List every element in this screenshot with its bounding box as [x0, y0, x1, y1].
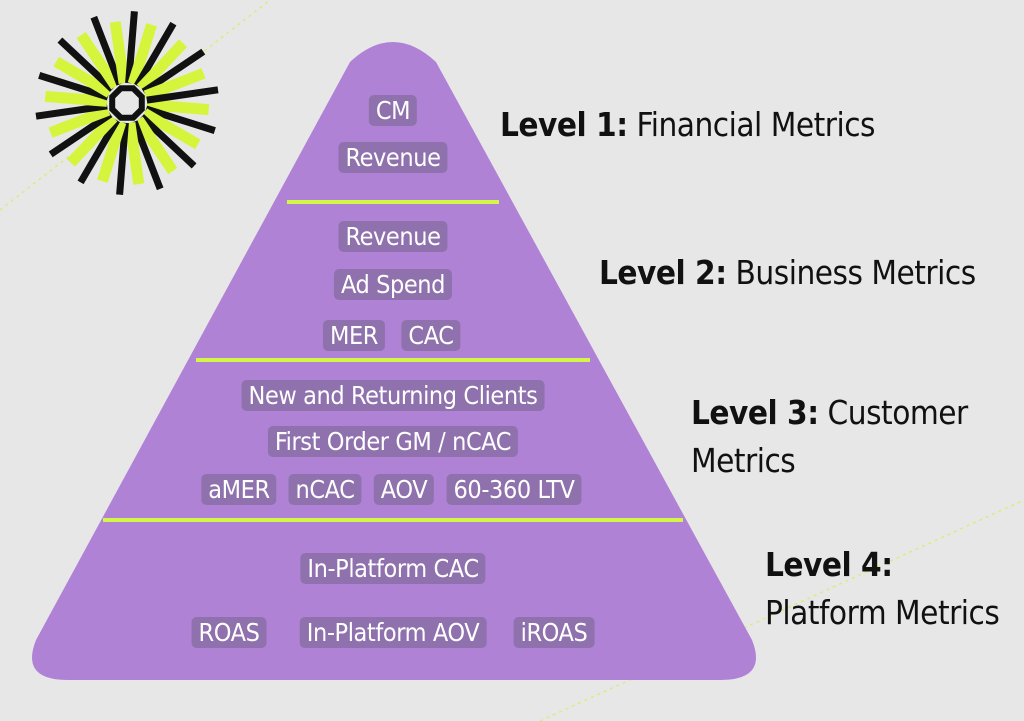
logo-ray [116, 122, 129, 195]
logo-center [109, 85, 145, 121]
chip-revenue: Revenue [338, 221, 448, 252]
logo-ray [35, 102, 108, 120]
logo-ray [143, 68, 206, 101]
chip-iroas: iROAS [513, 617, 595, 648]
logo-ray [48, 105, 111, 138]
level-4-label: Level 4: Platform Metrics [765, 541, 1015, 637]
chip-ad-spend: Ad Spend [333, 269, 453, 300]
starburst-logo-icon [35, 11, 219, 195]
level-1-name: Financial Metrics [636, 105, 876, 144]
chip-aov: AOV [373, 474, 435, 505]
chip-cm: CM [368, 95, 418, 126]
level-3-label: Level 3: Customer Metrics [691, 389, 991, 485]
chip-amer: aMER [201, 474, 277, 505]
level-4-number: Level 4: [765, 545, 893, 584]
chip-in-platform-cac: In-Platform CAC [300, 553, 486, 584]
logo-ray [124, 122, 145, 185]
level-4-name: Platform Metrics [765, 593, 1000, 632]
chip-revenue: Revenue [338, 142, 448, 173]
level-3-name: Customer Metrics [691, 393, 968, 480]
chip-ncac: nCAC [288, 474, 362, 505]
logo-ray [90, 15, 124, 86]
chip-in-platform-aov: In-Platform AOV [299, 617, 487, 648]
logo-ray [141, 48, 206, 95]
logo-ray [134, 21, 177, 88]
chip-first-order-gm-ncac: First Order GM / nCAC [267, 426, 519, 457]
level-2-label: Level 2: Business Metrics [599, 249, 976, 297]
logo-ray [76, 31, 121, 90]
logo-ray [125, 11, 138, 84]
logo-ray [133, 116, 178, 175]
level-3-number: Level 3: [691, 393, 819, 432]
logo-ray [38, 72, 109, 101]
chip-new-and-returning-clients: New and Returning Clients [241, 380, 545, 411]
level-1-label: Level 1: Financial Metrics [500, 101, 876, 149]
logo-ray [141, 108, 201, 150]
chip-60-360-ltv: 60-360 LTV [446, 474, 582, 505]
chip-mer: MER [322, 320, 386, 351]
logo-ray [57, 37, 115, 92]
logo-ray [136, 39, 188, 93]
logo-ray [53, 56, 113, 98]
level-2-name: Business Metrics [735, 253, 977, 292]
chip-roas: ROAS [191, 617, 267, 648]
logo-ray [139, 114, 197, 169]
chip-cac: CAC [401, 320, 461, 351]
logo-ray [77, 118, 120, 185]
level-2-number: Level 2: [599, 253, 727, 292]
level-1-number: Level 1: [500, 105, 628, 144]
logo-ray [97, 120, 127, 183]
logo-ray [127, 23, 157, 86]
decor-line-left [0, 0, 271, 211]
logo-ray [146, 99, 210, 116]
logo-ray [109, 21, 130, 84]
logo-ray [145, 105, 216, 134]
logo-ray [146, 86, 219, 104]
logo-ray [44, 90, 108, 107]
logo-ray [66, 113, 118, 167]
logo-ray [48, 111, 113, 158]
logo-ray [130, 120, 164, 191]
decor-line-right [539, 499, 1024, 721]
